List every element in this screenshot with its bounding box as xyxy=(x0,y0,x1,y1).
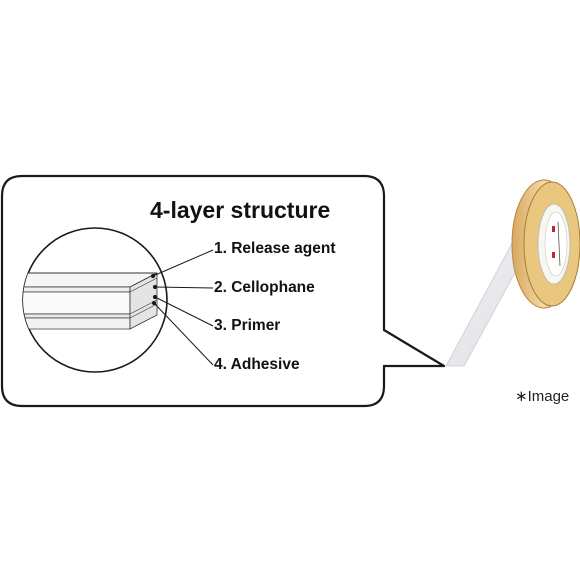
layer-cross-section-icon xyxy=(23,272,158,330)
image-footnote: ∗Image xyxy=(515,388,570,405)
tape-roll-icon xyxy=(445,179,580,367)
layer-label-cellophane: 2. Cellophane xyxy=(214,279,315,296)
layer-label-release-agent: 1. Release agent xyxy=(214,240,336,257)
callout-title: 4-layer structure xyxy=(150,197,331,223)
layer-label-primer: 3. Primer xyxy=(214,317,281,334)
layer-label-adhesive: 4. Adhesive xyxy=(214,356,300,373)
cross-section-diagram xyxy=(22,227,214,373)
